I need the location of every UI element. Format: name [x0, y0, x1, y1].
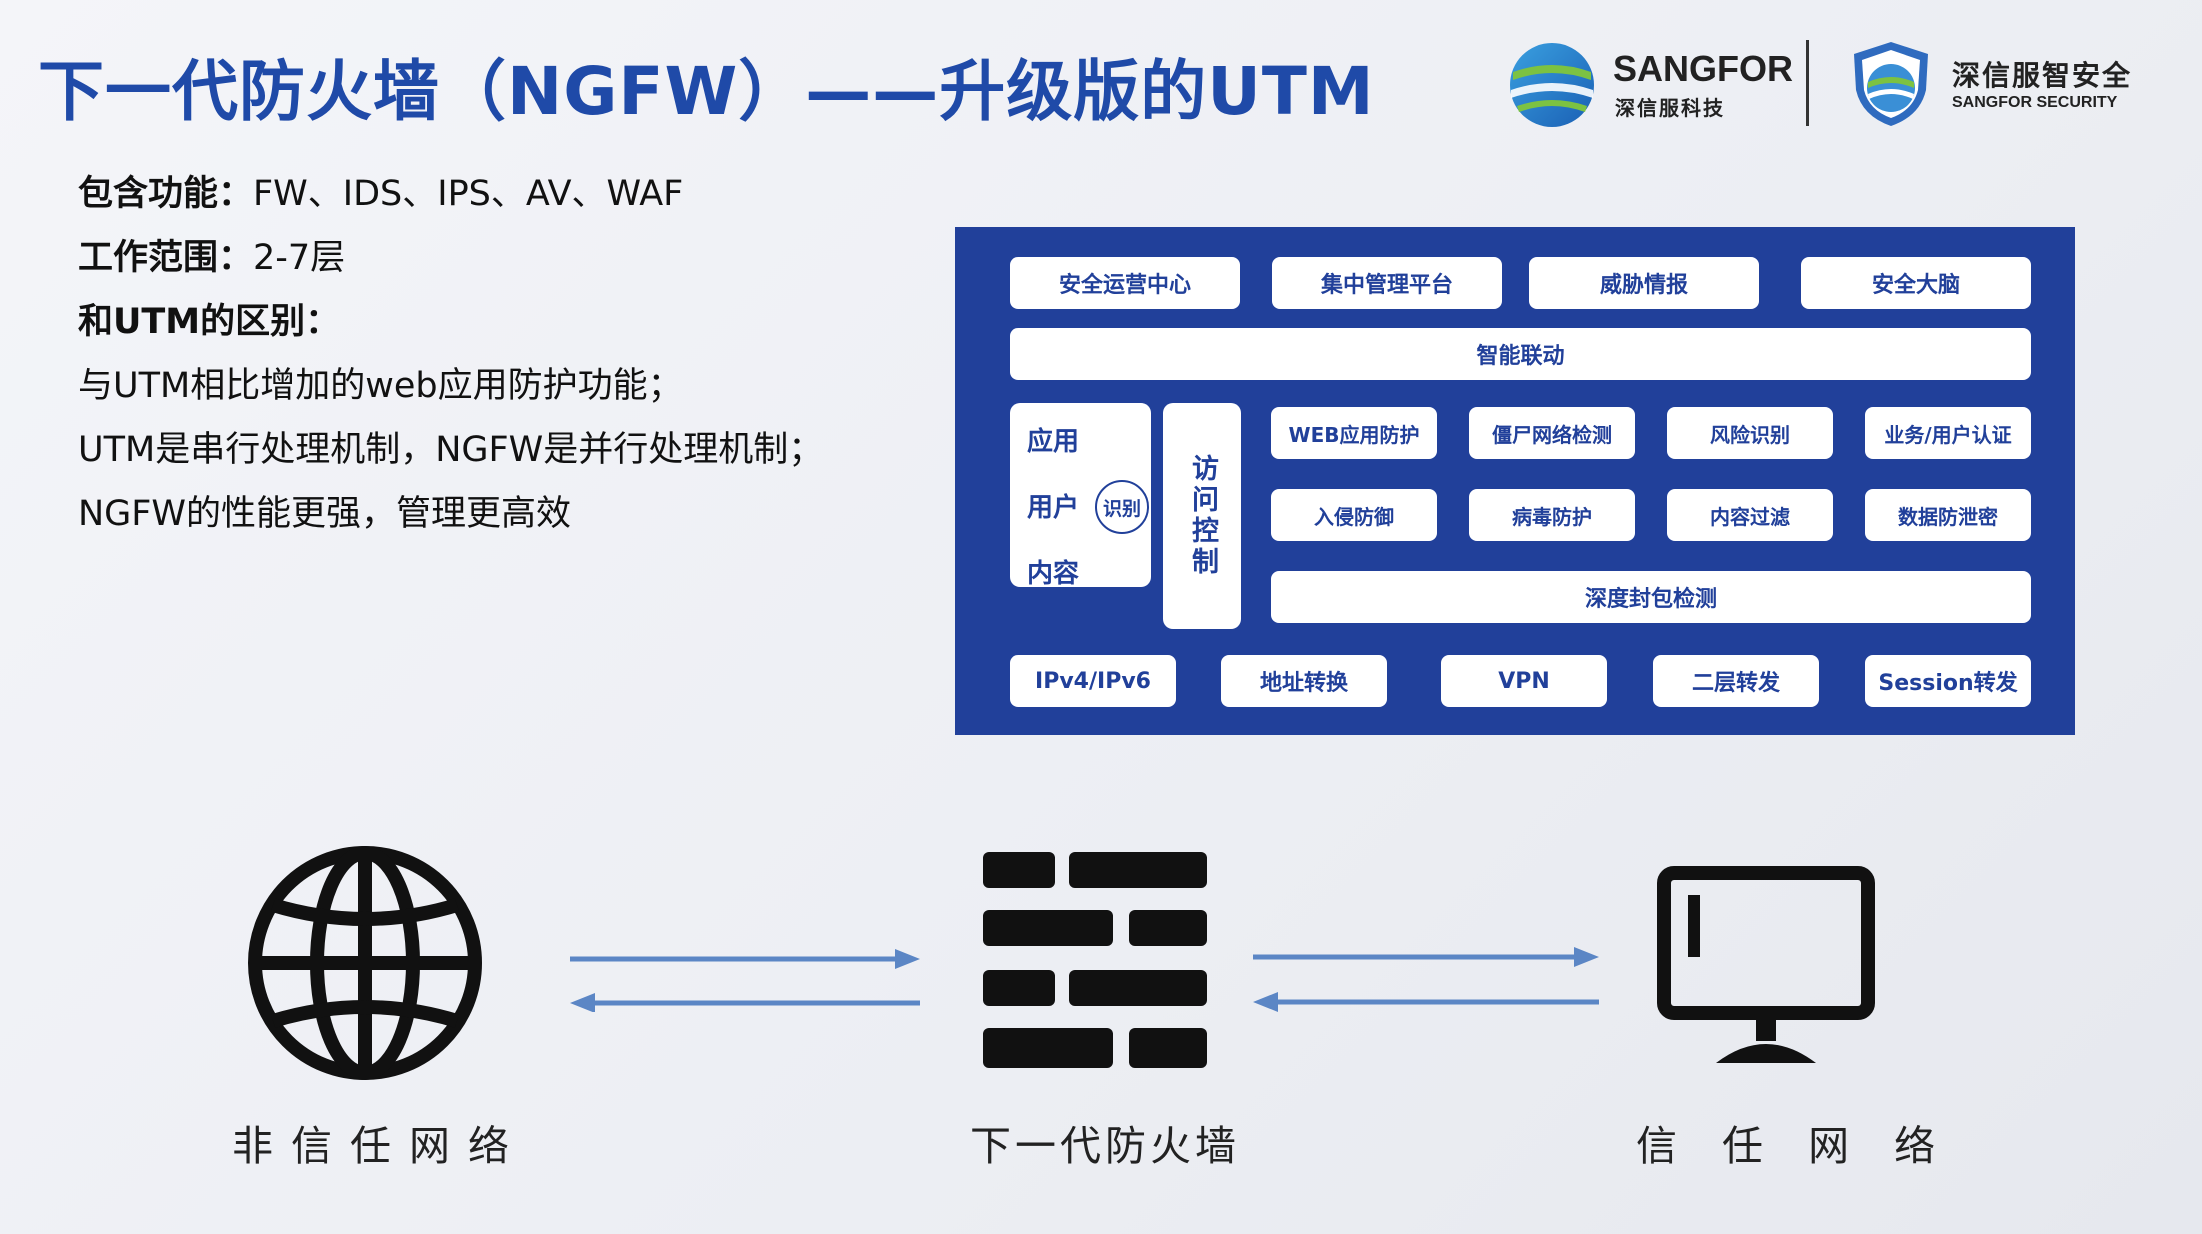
- arch-user: 用户: [1027, 493, 1080, 523]
- sangfor-globe-icon: [1510, 43, 1594, 127]
- arch-top-3: 威胁情报: [1529, 257, 1759, 309]
- security-en: SANGFOR SECURITY: [1952, 94, 2118, 111]
- features-line: 包含功能：FW、IDS、IPS、AV、WAF: [78, 162, 823, 226]
- arch-row1-3: 风险识别: [1667, 407, 1833, 459]
- security-cn: 深信服智安全: [1952, 59, 2133, 92]
- arch-linkage: 智能联动: [1010, 328, 2031, 380]
- page-title: 下一代防火墙（NGFW）——升级版的UTM: [38, 53, 1375, 130]
- arch-row1-1: WEB应用防护: [1271, 407, 1437, 459]
- trusted-network-label: 信 任 网 络: [1636, 1122, 1952, 1170]
- firewall-label: 下一代防火墙: [970, 1122, 1240, 1170]
- arch-bottom-3: VPN: [1441, 655, 1607, 707]
- scope-line: 工作范围：2-7层: [78, 226, 823, 290]
- scope-label: 工作范围：: [78, 238, 254, 278]
- bidirectional-arrows-left: [570, 949, 920, 1012]
- logo-divider: [1806, 40, 1809, 126]
- untrusted-network-label: 非信任网络: [232, 1122, 527, 1170]
- arch-identify: 识别: [1095, 480, 1149, 534]
- arch-row1-2: 僵尸网络检测: [1469, 407, 1635, 459]
- arch-bottom-2: 地址转换: [1221, 655, 1387, 707]
- arch-row2-2: 病毒防护: [1469, 489, 1635, 541]
- globe-icon: [248, 846, 482, 1080]
- arch-row2-3: 内容过滤: [1667, 489, 1833, 541]
- diff-item-1: 与UTM相比增加的web应用防护功能；: [78, 366, 683, 406]
- diff-label: 和UTM的区别：: [78, 302, 341, 342]
- diff-line: 和UTM的区别：: [78, 290, 823, 354]
- arch-top-1: 安全运营中心: [1010, 257, 1240, 309]
- shield-icon: [1854, 42, 1928, 126]
- arch-bottom-1: IPv4/IPv6: [1010, 655, 1176, 707]
- diff-item-3: NGFW的性能更强，管理更高效: [78, 494, 572, 534]
- sangfor-cn: 深信服科技: [1615, 96, 1725, 120]
- features-label: 包含功能：: [78, 174, 254, 214]
- arch-dpi: 深度封包检测: [1271, 571, 2031, 623]
- ngfw-architecture-diagram: 安全运营中心 集中管理平台 威胁情报 安全大脑 智能联动 应用 用户 识别 内容…: [955, 227, 2075, 735]
- arch-top-4: 安全大脑: [1801, 257, 2031, 309]
- features-value: FW、IDS、IPS、AV、WAF: [253, 174, 684, 214]
- bidirectional-arrows-right: [1253, 947, 1599, 1012]
- arch-row2-4: 数据防泄密: [1865, 489, 2031, 541]
- arch-row1-4: 业务/用户认证: [1865, 407, 2031, 459]
- arch-app-user-content: 应用 用户 识别 内容: [1010, 403, 1151, 589]
- arch-content: 内容: [1027, 559, 1080, 589]
- feature-text-block: 包含功能：FW、IDS、IPS、AV、WAF 工作范围：2-7层 和UTM的区别…: [78, 162, 823, 546]
- arch-row2-1: 入侵防御: [1271, 489, 1437, 541]
- scope-value: 2-7层: [253, 238, 346, 278]
- sangfor-name: SANGFOR: [1613, 48, 1793, 89]
- monitor-icon: [1657, 866, 1875, 1063]
- sangfor-logo: SANGFOR 深信服科技: [1505, 38, 1805, 128]
- arch-bottom-4: 二层转发: [1653, 655, 1819, 707]
- sangfor-security-logo: 深信服智安全 SANGFOR SECURITY: [1848, 38, 2168, 128]
- arch-top-2: 集中管理平台: [1272, 257, 1502, 309]
- firewall-icon: [983, 852, 1207, 1068]
- arch-access-control: 访问控制: [1163, 403, 1241, 629]
- arch-app: 应用: [1027, 427, 1080, 457]
- arch-bottom-5: Session转发: [1865, 655, 2031, 707]
- diff-item-2: UTM是串行处理机制，NGFW是并行处理机制；: [78, 430, 824, 470]
